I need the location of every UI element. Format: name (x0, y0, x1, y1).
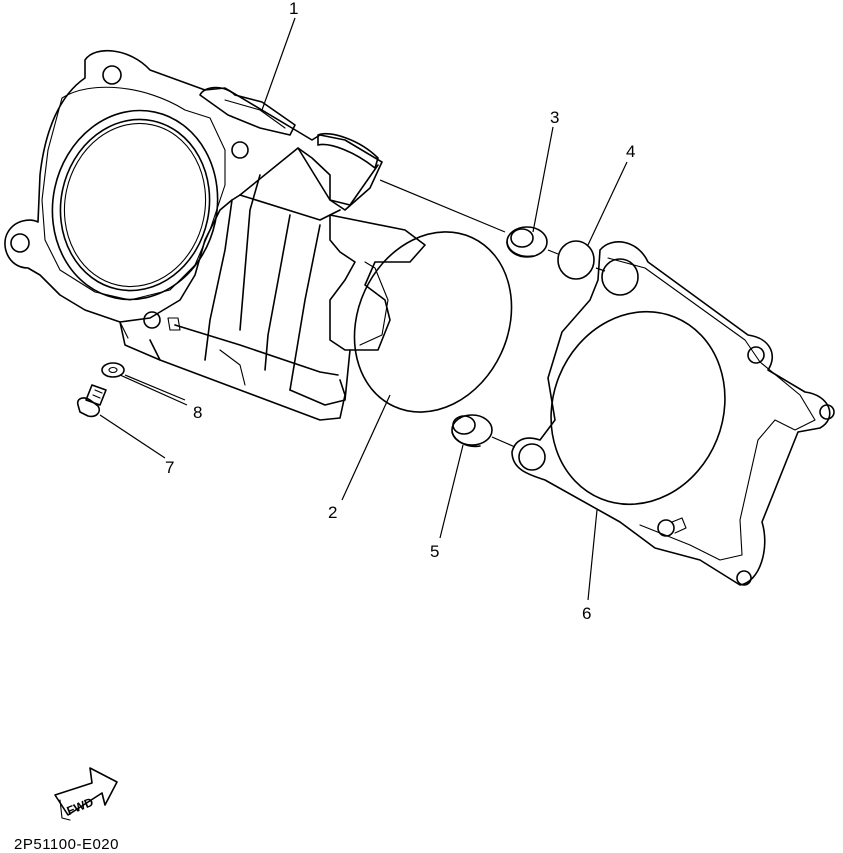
callout-5: 5 (430, 542, 439, 561)
callout-2: 2 (328, 503, 337, 522)
washer (101, 362, 125, 378)
cylinder-gasket (511, 241, 835, 586)
alignment-lines (124, 179, 606, 448)
cylinder-block (4, 49, 426, 421)
callout-6: 6 (582, 604, 591, 623)
dowel-pin-lower (451, 414, 493, 448)
small-o-ring (557, 240, 595, 280)
fwd-label: FWD (65, 795, 96, 818)
dowel-pin-upper (506, 226, 548, 258)
callout-8: 8 (193, 403, 202, 422)
callout-4: 4 (626, 142, 635, 161)
callout-leaders (99, 17, 628, 601)
o-ring-gasket (353, 231, 513, 413)
bolt (76, 384, 107, 418)
drawing-code: 2P51100-E020 (14, 836, 119, 853)
callout-7: 7 (165, 458, 174, 477)
callout-3: 3 (550, 108, 559, 127)
callout-labels: 1 2 3 4 5 6 7 8 (165, 0, 635, 623)
fwd-arrow-icon: FWD (54, 767, 118, 821)
callout-1: 1 (289, 0, 298, 18)
